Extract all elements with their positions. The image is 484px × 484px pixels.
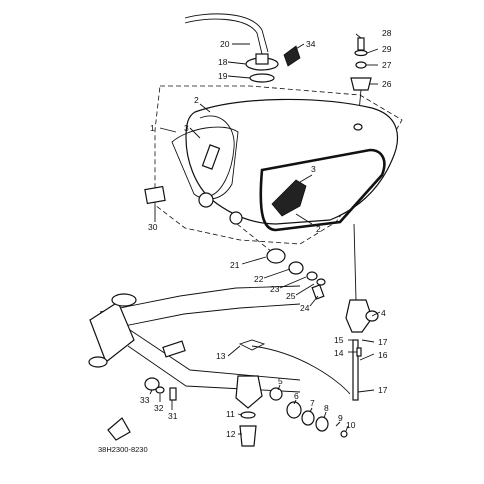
mounting-washer <box>354 49 368 57</box>
emblem-pad <box>144 185 166 205</box>
frame-clip <box>162 340 186 358</box>
breather-hose-outer <box>184 18 263 55</box>
callout-12: 12 <box>226 429 236 439</box>
callout-14: 14 <box>334 348 344 358</box>
front-damper <box>266 248 286 264</box>
callout-13: 13 <box>216 351 226 361</box>
cock-screw-small <box>340 430 348 438</box>
breather-hose <box>184 13 269 53</box>
fuel-cock-left-bowl <box>239 425 257 447</box>
callout-6: 6 <box>294 391 299 401</box>
front-washer <box>306 271 318 281</box>
callout-1: 1 <box>150 123 155 133</box>
tank-bracket <box>283 45 301 67</box>
callout-30: 30 <box>148 222 158 232</box>
cock-screw <box>356 347 362 357</box>
fuel-cock-left-oring <box>240 411 256 419</box>
frame-backbone <box>99 285 301 313</box>
tank-lower-tab <box>229 211 243 225</box>
left-emblem-slot <box>201 144 221 170</box>
cock-lever <box>269 387 283 401</box>
callout-34: 34 <box>306 39 316 49</box>
fuel-hose-clip-ring <box>238 339 266 351</box>
right-emblem-badge <box>271 179 307 217</box>
callout-7: 7 <box>310 398 315 408</box>
callout-10: 10 <box>346 420 356 430</box>
frame-backbone-lower <box>103 303 301 331</box>
cock-guide-line <box>353 223 357 301</box>
callout-23: 23 <box>270 284 280 294</box>
fuel-tank <box>185 98 399 225</box>
callout-28: 28 <box>382 28 392 38</box>
callout-2-right: 2 <box>316 224 321 234</box>
callout-3-left: 3 <box>184 123 189 133</box>
callout-17-lower: 17 <box>378 385 388 395</box>
leader-lines <box>149 33 381 435</box>
callout-20: 20 <box>220 39 230 49</box>
callout-27: 27 <box>382 60 392 70</box>
callout-labels: 1 2 2 3 3 4 5 6 7 8 9 10 11 12 13 14 15 … <box>140 28 392 439</box>
callout-21: 21 <box>230 260 240 270</box>
front-damper-collar <box>288 261 304 275</box>
callout-5: 5 <box>278 376 283 386</box>
damper-guide-line <box>236 223 273 253</box>
callout-18: 18 <box>218 57 228 67</box>
direction-wedge <box>107 417 131 441</box>
callout-22: 22 <box>254 274 264 284</box>
cock-gasket <box>286 401 302 419</box>
frame-bolt <box>169 387 177 401</box>
mounting-bolt <box>357 37 365 51</box>
steering-head <box>89 301 135 363</box>
callout-31: 31 <box>168 411 178 421</box>
callout-32: 32 <box>154 403 164 413</box>
filler-gasket <box>249 73 275 83</box>
mounting-damper <box>350 77 372 91</box>
callout-29: 29 <box>382 44 392 54</box>
callout-25: 25 <box>286 291 296 301</box>
front-mount-bolt <box>311 284 325 300</box>
callout-11: 11 <box>226 409 235 419</box>
fuel-hose <box>251 345 351 395</box>
fuel-strainer-pipe <box>352 339 359 401</box>
tank-front-rim <box>199 115 235 197</box>
frame-downtube-lower <box>127 345 301 393</box>
cock-plate <box>301 410 315 426</box>
cock-wave-washer <box>315 416 329 432</box>
tank-filler-hole <box>353 123 363 131</box>
callout-15: 15 <box>334 335 344 345</box>
steering-head-top <box>111 293 137 307</box>
callout-19: 19 <box>218 71 228 81</box>
callout-2-left: 2 <box>194 95 199 105</box>
diagram-code: 38H2300-8230 <box>98 445 148 454</box>
callout-4: 4 <box>381 308 386 318</box>
callout-16: 16 <box>378 350 388 360</box>
mounting-collar <box>355 61 367 69</box>
callout-26: 26 <box>382 79 392 89</box>
filler-cap-neck <box>255 53 269 65</box>
frame-collar <box>155 386 165 394</box>
callout-24: 24 <box>300 303 310 313</box>
tank-front-tab <box>198 192 214 208</box>
right-emblem-frame <box>259 148 386 232</box>
callout-8: 8 <box>324 403 329 413</box>
front-washer-2 <box>316 278 326 286</box>
steering-head-bottom <box>88 356 108 368</box>
callout-33: 33 <box>140 395 150 405</box>
fuel-cock-right <box>345 299 373 333</box>
frame-downtube <box>129 329 301 381</box>
fuel-cock-left <box>235 375 263 409</box>
callout-3-right: 3 <box>311 164 316 174</box>
callout-17-upper: 17 <box>378 337 388 347</box>
callout-9: 9 <box>338 413 343 423</box>
